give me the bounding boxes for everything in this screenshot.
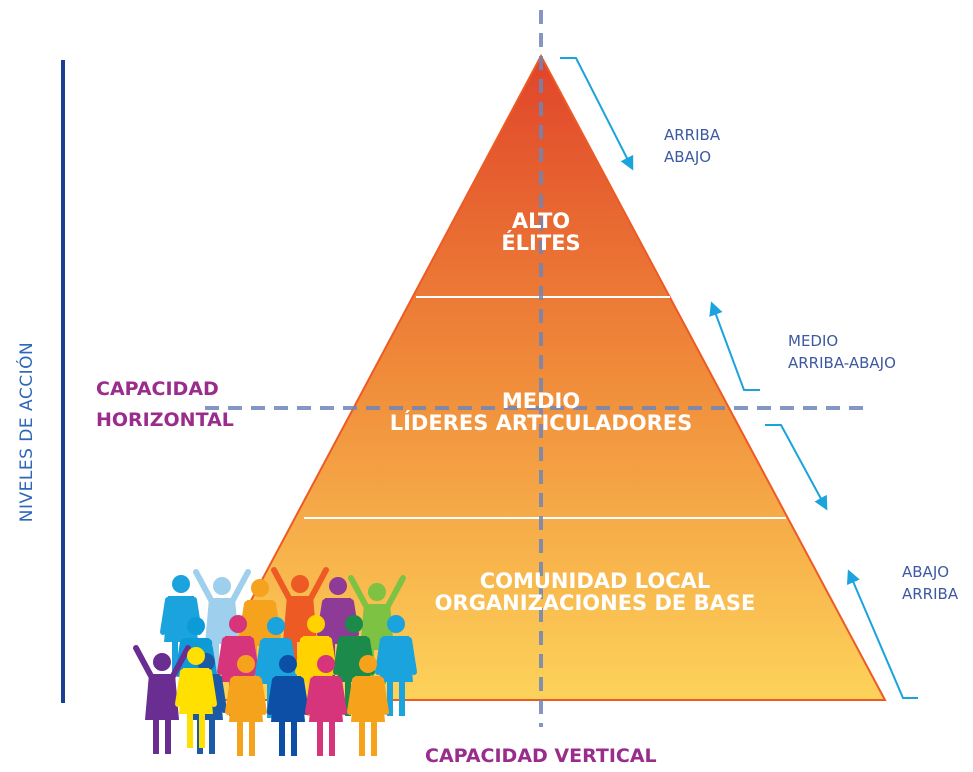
arrow-up-middle: [709, 301, 760, 391]
person-figure: [267, 655, 309, 756]
level-top-subtitle: ÉLITES: [501, 231, 581, 255]
person-figure: [347, 655, 389, 756]
arrow-top-line2: ABAJO: [664, 148, 712, 166]
arrow-up-bottom: [846, 569, 918, 699]
arrow-down-top: [560, 57, 634, 171]
arrow-middle-line1: MEDIO: [788, 332, 839, 350]
horizontal-capacity-line1: CAPACIDAD: [96, 378, 219, 400]
arrow-bottom-line1: ABAJO: [902, 563, 950, 581]
horizontal-capacity-line2: HORIZONTAL: [96, 409, 234, 431]
level-bottom-label: COMUNIDAD LOCAL ORGANIZACIONES DE BASE: [395, 570, 795, 614]
arrow-bottom-line2: ARRIBA: [902, 585, 959, 603]
level-bottom-title: COMUNIDAD LOCAL: [479, 569, 711, 593]
arrow-middle-line2: ARRIBA-ABAJO: [788, 354, 896, 372]
level-middle-label: MEDIO LÍDERES ARTICULADORES: [341, 390, 741, 434]
horizontal-capacity-label: CAPACIDAD HORIZONTAL: [96, 374, 234, 436]
vertical-capacity-label: CAPACIDAD VERTICAL: [425, 745, 657, 767]
arrow-top-line1: ARRIBA: [664, 126, 721, 144]
level-top-title: ALTO: [511, 209, 571, 233]
arrow-middle-label: MEDIO ARRIBA-ABAJO: [788, 330, 896, 374]
arrow-bottom-label: ABAJO ARRIBA: [902, 561, 958, 605]
people-crowd-illustration: [133, 567, 417, 756]
person-figure: [375, 615, 417, 716]
levels-axis-label: NIVELES DE ACCIÓN: [17, 341, 37, 523]
arrow-down-middle: [765, 424, 828, 511]
person-figure: [133, 645, 191, 754]
person-figure: [225, 655, 267, 756]
level-middle-subtitle: LÍDERES ARTICULADORES: [389, 411, 693, 435]
level-middle-title: MEDIO: [501, 389, 581, 413]
level-top-label: ALTO ÉLITES: [341, 210, 741, 254]
person-figure: [175, 647, 217, 748]
level-bottom-subtitle: ORGANIZACIONES DE BASE: [434, 591, 756, 615]
arrow-top-label: ARRIBA ABAJO: [664, 124, 720, 168]
person-figure: [305, 655, 347, 756]
